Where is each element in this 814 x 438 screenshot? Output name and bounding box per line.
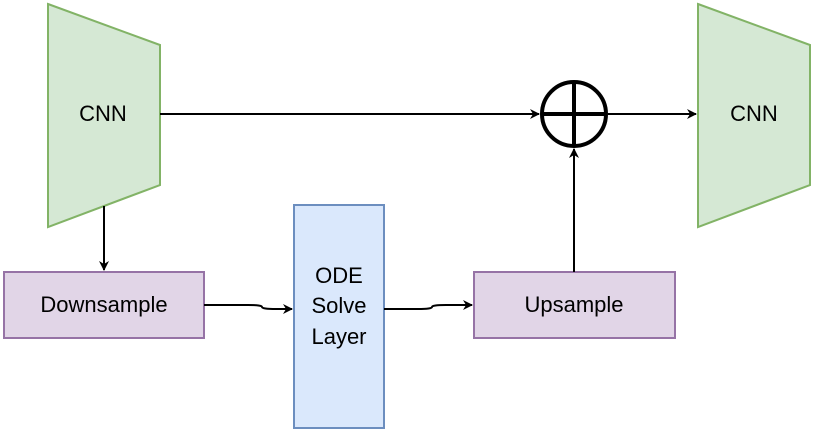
upsample-box: [473, 271, 676, 339]
cnn-encoder-label: CNN: [79, 101, 127, 126]
cnn-encoder-shape: [47, 2, 161, 229]
downsample-label: Downsample: [40, 292, 167, 317]
edge-ode-to-upsample: [384, 300, 473, 310]
ode-solve-box: [293, 204, 385, 429]
downsample-box: [3, 271, 205, 339]
ode-solve-node: ODE Solve Layer: [293, 204, 385, 429]
cnn-decoder-node: CNN: [697, 2, 811, 229]
ode-solve-label-line2: Solve: [311, 293, 366, 318]
cnn-decoder-label: CNN: [730, 101, 778, 126]
edges: [99, 109, 697, 314]
sum-node: [540, 80, 608, 148]
ode-solve-label-line1: ODE: [315, 263, 363, 288]
ode-solve-label-line3: Layer: [311, 324, 366, 349]
upsample-node: Upsample: [473, 271, 676, 339]
cnn-decoder-shape: [697, 2, 811, 229]
downsample-node: Downsample: [3, 271, 205, 339]
upsample-label: Upsample: [524, 292, 623, 317]
cnn-encoder-node: CNN: [47, 2, 161, 229]
edge-downsample-to-ode: [204, 304, 293, 314]
